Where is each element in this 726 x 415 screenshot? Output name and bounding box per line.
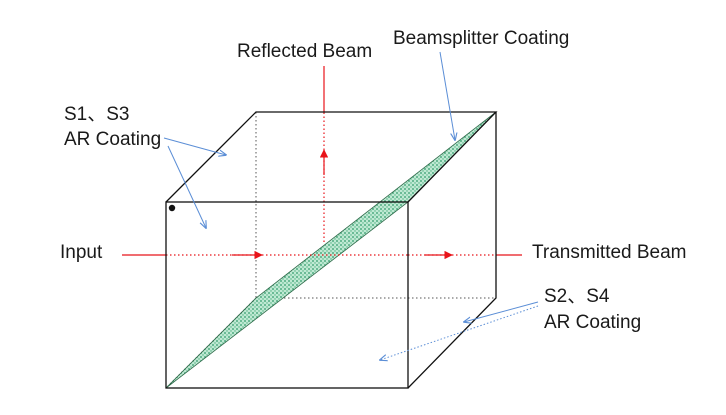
- front-face: [165, 201, 409, 389]
- s2-s4-label: S2、S4: [544, 286, 610, 307]
- reflected-beam-label: Reflected Beam: [237, 41, 373, 62]
- top-face-edges: [165, 111, 498, 203]
- leader-s3: [167, 145, 206, 228]
- cube-edges: [165, 111, 498, 389]
- transmitted-beam-label: Transmitted Beam: [532, 242, 687, 263]
- corner-dot: [168, 204, 176, 212]
- leader-coating: [439, 51, 455, 140]
- s2-s4-ar-coating-label: AR Coating: [544, 312, 642, 333]
- leader-lines: [163, 51, 539, 360]
- input-label: Input: [60, 242, 103, 263]
- side-face-edges: [407, 112, 497, 389]
- s1-s3-ar-coating-label: AR Coating: [64, 129, 162, 150]
- leader-s4: [380, 305, 539, 360]
- beamsplitter-coating-label: Beamsplitter Coating: [393, 28, 570, 49]
- s1-s3-label: S1、S3: [64, 104, 130, 125]
- leader-s1: [163, 137, 226, 155]
- leader-s2: [464, 301, 539, 322]
- beams: [122, 66, 522, 260]
